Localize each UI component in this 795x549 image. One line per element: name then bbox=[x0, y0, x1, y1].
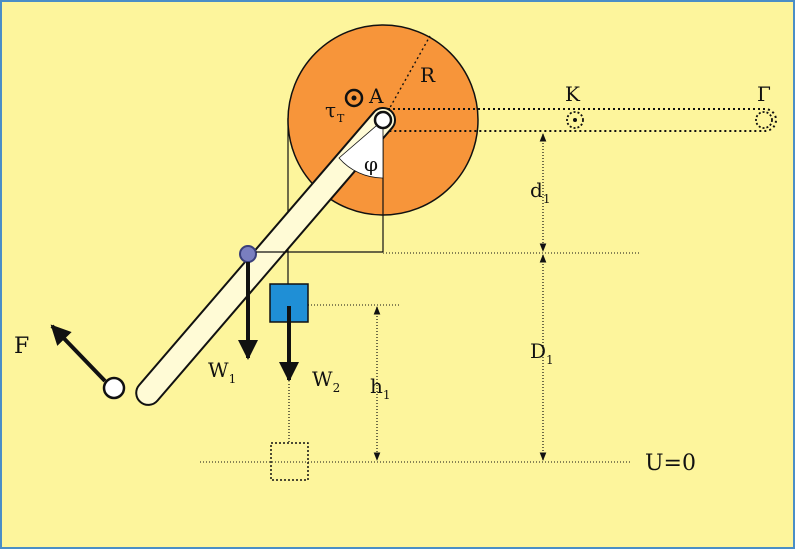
label-h1: h1 bbox=[370, 374, 391, 402]
force-F-arrow bbox=[50, 324, 107, 383]
label-d1: d1 bbox=[530, 178, 550, 206]
point-K-center bbox=[573, 118, 577, 122]
label-phi: φ bbox=[364, 152, 378, 176]
label-K: Κ bbox=[565, 82, 581, 106]
label-tau: τ bbox=[325, 98, 336, 122]
torque-symbol-dot bbox=[351, 95, 357, 101]
rod bbox=[135, 107, 396, 406]
pivot-A bbox=[373, 110, 393, 130]
block-final-position bbox=[270, 442, 309, 481]
label-W1: W1 bbox=[208, 358, 236, 386]
point-Gamma-dotted bbox=[755, 111, 773, 129]
label-W2: W2 bbox=[312, 367, 340, 395]
rod-end bbox=[102, 376, 126, 400]
center-of-mass bbox=[239, 245, 257, 263]
label-Gamma: Γ bbox=[757, 82, 771, 106]
radius-line bbox=[382, 35, 431, 121]
label-tau-sub: Τ bbox=[337, 112, 345, 125]
torque-symbol-outer bbox=[344, 88, 364, 108]
point-K-dotted bbox=[566, 111, 584, 129]
label-R: R bbox=[420, 63, 436, 87]
label-A: A bbox=[368, 84, 384, 108]
angle-phi-wedge bbox=[338, 119, 384, 179]
label-D1: D1 bbox=[530, 339, 554, 367]
label-U0: U=0 bbox=[645, 451, 696, 476]
label-F: F bbox=[14, 334, 29, 359]
